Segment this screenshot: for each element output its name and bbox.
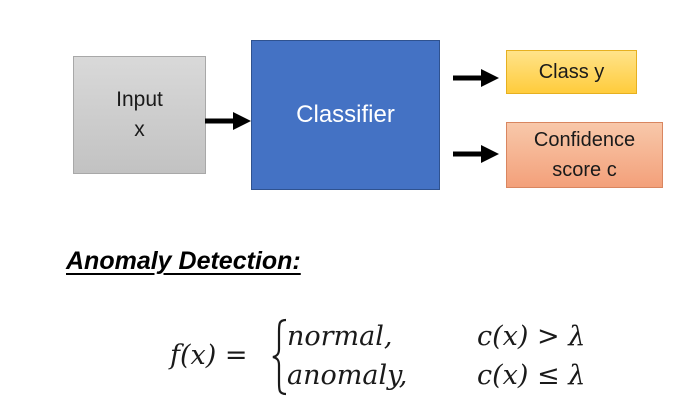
class-output-box: Class y xyxy=(506,50,637,94)
case-normal-label: normal, xyxy=(287,321,393,352)
classifier-to-confidence-arrow xyxy=(453,145,499,163)
confidence-output-label: Confidence xyxy=(533,129,636,151)
confidence-output-box: Confidence score c xyxy=(506,122,663,188)
classifier-to-class-arrow xyxy=(453,69,499,87)
input-label: Input xyxy=(116,88,163,111)
input-to-classifier-arrow xyxy=(205,112,251,130)
class-output-label: Class y xyxy=(538,60,605,83)
case-anomaly-label: anomaly, xyxy=(287,360,408,391)
input-box: Input x xyxy=(73,56,206,174)
formula-lhs: f(x) = xyxy=(170,340,248,371)
case-anomaly-condition: c(x) ≤ λ xyxy=(477,360,586,391)
input-variable: x xyxy=(134,118,145,141)
classifier-box: Classifier xyxy=(251,40,440,190)
case-normal-condition: c(x) > λ xyxy=(477,321,586,352)
left-brace-icon xyxy=(272,318,287,396)
section-heading: Anomaly Detection: xyxy=(66,247,301,275)
confidence-output-variable: score c xyxy=(552,159,617,181)
classifier-label: Classifier xyxy=(296,101,395,128)
